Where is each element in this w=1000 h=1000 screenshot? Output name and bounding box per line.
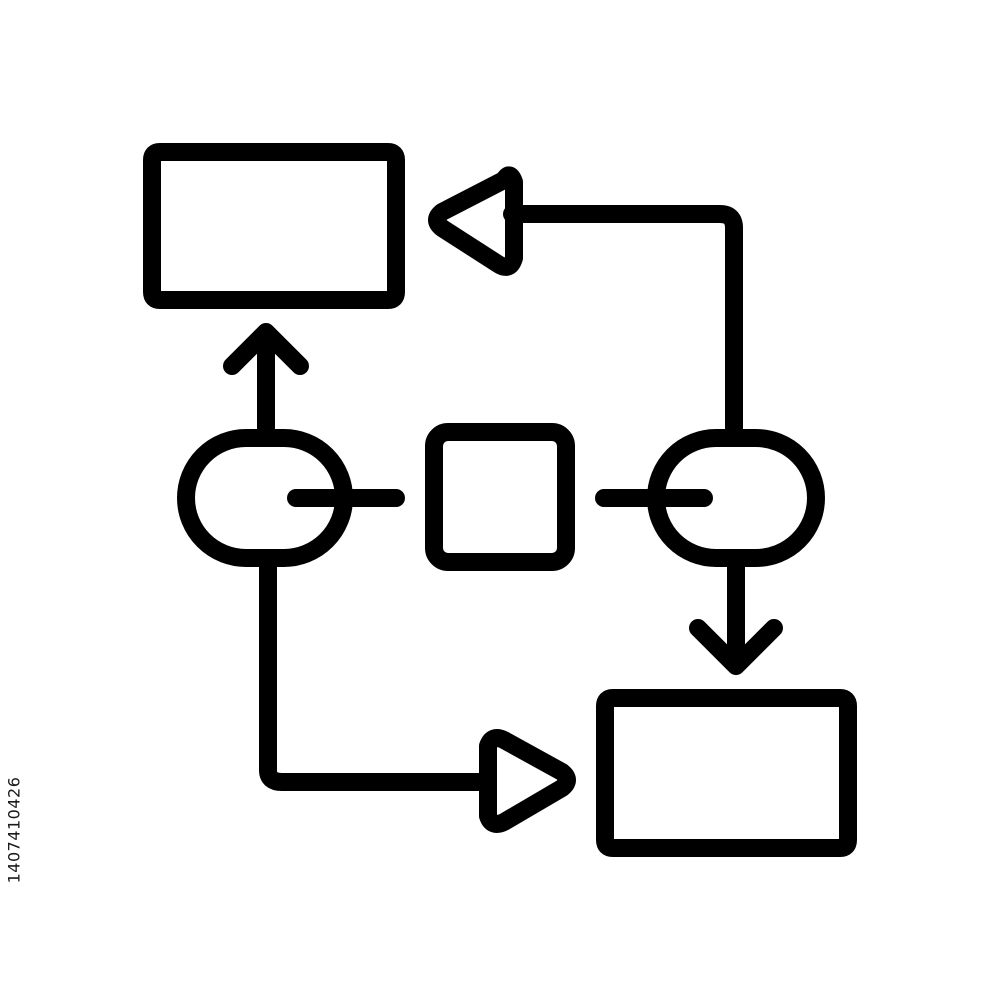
process-square-center (425, 423, 575, 571)
arrow-right-oval-to-bottom-box (689, 549, 783, 675)
stock-id-watermark: 1407410426 (4, 760, 24, 900)
process-box-bottom-right (596, 689, 857, 857)
arrow-head-bottom-triangle (479, 729, 576, 833)
arrow-head-top-triangle (428, 166, 523, 276)
process-box-top-left (143, 143, 405, 309)
arrow-left-oval-to-bottom-box (259, 549, 497, 791)
arrow-right-oval-to-top-box (503, 205, 743, 447)
arrow-left-oval-to-top-box (223, 323, 309, 447)
decision-oval-left (177, 429, 353, 567)
decision-oval-right (647, 429, 825, 567)
stock-id-text: 1407410426 (4, 776, 24, 884)
